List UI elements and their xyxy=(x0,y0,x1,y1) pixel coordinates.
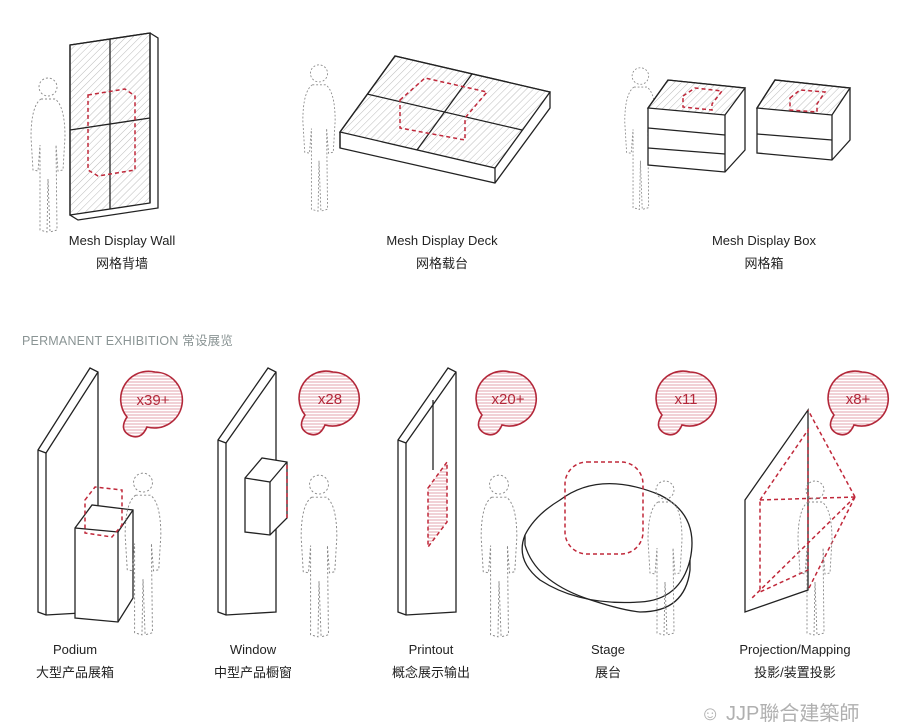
label-cn: 展台 xyxy=(594,665,622,680)
mesh-deck-label: Mesh Display Deck 网格载台 xyxy=(386,233,497,272)
projection-drawing xyxy=(744,407,856,636)
stage-label: Stage 展台 xyxy=(591,642,625,681)
label-en: Mesh Display Deck xyxy=(386,233,498,248)
label-en: Printout xyxy=(408,642,454,657)
svg-text:x39+: x39+ xyxy=(137,392,170,409)
count-badge-printout: x20+ xyxy=(475,370,538,436)
label-en: Projection/Mapping xyxy=(739,642,851,657)
svg-text:x20+: x20+ xyxy=(492,391,525,408)
printout-label: Printout 概念展示输出 xyxy=(392,642,470,681)
mesh-display-box-drawing xyxy=(624,67,852,211)
label-en: Window xyxy=(229,642,277,657)
watermark: ☺ JJP聯合建築師 xyxy=(700,697,859,725)
section-title: PERMANENT EXHIBITION 常设展览 xyxy=(22,334,234,348)
label-en: Podium xyxy=(52,642,98,657)
wechat-icon: ☺ xyxy=(700,703,726,725)
window-label: Window 中型产品橱窗 xyxy=(214,642,292,681)
label-cn: 中型产品橱窗 xyxy=(213,665,293,680)
label-cn: 概念展示输出 xyxy=(391,665,471,680)
label-cn: 大型产品展箱 xyxy=(35,665,115,680)
label-cn: 网格箱 xyxy=(744,256,784,271)
count-badge-window: x28 xyxy=(298,370,361,436)
svg-text:x28: x28 xyxy=(318,391,342,408)
printout-drawing xyxy=(397,367,518,638)
label-en: Stage xyxy=(591,642,625,657)
mesh-box-label: Mesh Display Box 网格箱 xyxy=(712,233,816,272)
podium-drawing xyxy=(37,367,162,636)
mesh-wall-label: Mesh Display Wall 网格背墙 xyxy=(69,233,175,272)
count-badge-projection: x8+ xyxy=(827,370,890,436)
label-en: Mesh Display Box xyxy=(711,233,817,248)
mesh-display-wall-drawing xyxy=(30,32,159,233)
podium-label: Podium 大型产品展箱 xyxy=(36,642,114,681)
svg-text:x11: x11 xyxy=(674,391,697,408)
watermark-text: JJP聯合建築師 xyxy=(725,703,860,725)
label-en: Mesh Display Wall xyxy=(68,233,176,248)
projection-label: Projection/Mapping 投影/装置投影 xyxy=(739,642,850,681)
label-cn: 网格载台 xyxy=(415,256,469,271)
mesh-display-deck-drawing xyxy=(302,55,552,212)
label-cn: 投影/装置投影 xyxy=(754,665,836,680)
label-cn: 网格背墙 xyxy=(95,256,148,271)
window-drawing xyxy=(217,367,338,638)
stage-drawing xyxy=(521,461,693,636)
count-badge-stage: x11 xyxy=(655,370,718,436)
count-badge-podium: x39+ xyxy=(119,370,184,438)
svg-text:x8+: x8+ xyxy=(846,391,871,408)
